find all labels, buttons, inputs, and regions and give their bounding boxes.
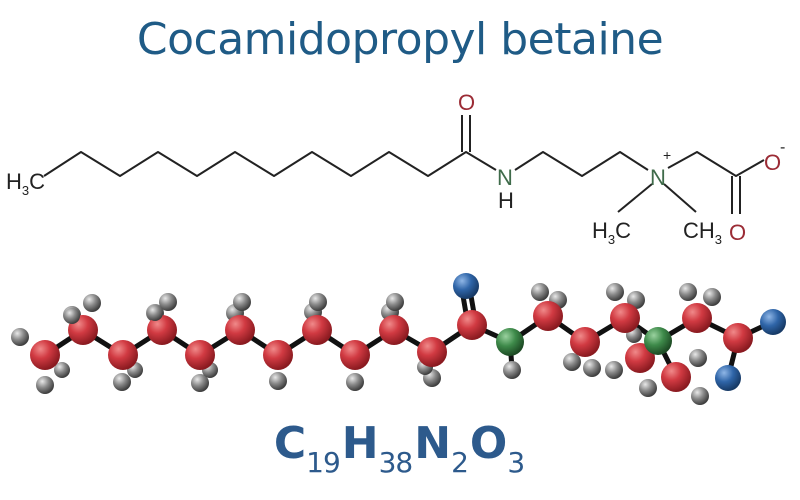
methyl-left-label: H3C xyxy=(592,218,631,247)
alkyl-chain-bonds xyxy=(43,151,497,177)
amide-hydrogen-label: H xyxy=(498,188,514,213)
methyl-bond-left xyxy=(617,183,653,213)
amide-oxygen-label: O xyxy=(458,90,475,115)
quaternary-nitrogen-label: N xyxy=(650,165,666,190)
methyl-right-label: CH3 xyxy=(683,218,722,247)
formula-count-h: 38 xyxy=(378,446,414,479)
amide-nitrogen-label: N xyxy=(497,165,513,190)
formula-count-o: 3 xyxy=(507,446,525,479)
ball-and-stick-model xyxy=(11,273,786,405)
terminal-methyl-label: H3C xyxy=(6,169,45,198)
carbonyl-oxygen-label: O xyxy=(729,220,746,245)
negative-charge-label: - xyxy=(780,139,785,156)
formula-count-c: 19 xyxy=(306,446,341,479)
molecular-formula: C19H38N2O3 xyxy=(0,418,800,479)
formula-element-h: H xyxy=(341,418,379,469)
nitrogen-atoms xyxy=(496,327,672,356)
carbon-atoms xyxy=(30,301,753,392)
formula-element-n: N xyxy=(414,418,451,469)
methyl-bond-right xyxy=(663,183,697,213)
skeletal-formula xyxy=(43,115,765,214)
formula-count-n: 2 xyxy=(451,446,469,479)
formula-element-c: C xyxy=(273,418,306,469)
positive-charge-label: + xyxy=(663,147,671,163)
acetate-bonds xyxy=(667,151,765,177)
page-title: Cocamidopropyl betaine xyxy=(136,14,664,65)
formula-element-o: O xyxy=(469,418,507,469)
propyl-bonds xyxy=(514,151,649,177)
oxygen-atoms xyxy=(453,273,786,391)
carboxylate-oxygen-label: O xyxy=(764,150,781,175)
